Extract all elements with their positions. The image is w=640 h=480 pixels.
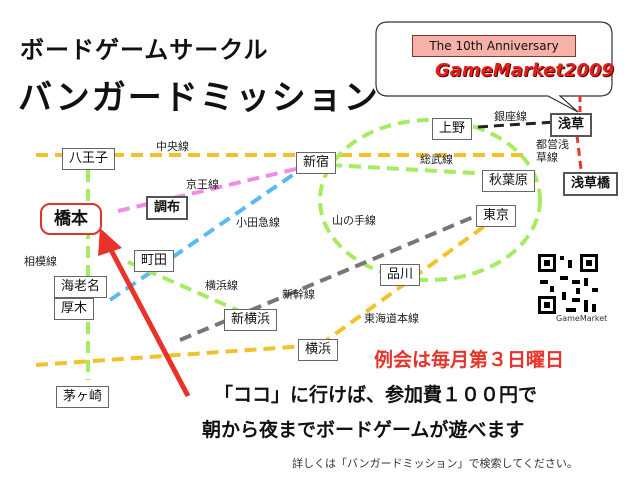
station-asakusabashi: 浅草橋 — [563, 172, 619, 196]
station-chofu: 調布 — [146, 196, 189, 220]
station-akihabara: 秋葉原 — [482, 170, 536, 192]
station-chigasaki: 茅ヶ崎 — [56, 386, 110, 408]
station-ebina: 海老名 — [54, 276, 108, 298]
anniversary-banner: The 10th Anniversary — [412, 35, 576, 57]
station-shin-yokohama: 新横浜 — [224, 309, 278, 331]
station-hachioji: 八王子 — [62, 148, 116, 170]
circle-label: ボードゲームサークル — [20, 36, 269, 64]
station-atsugi: 厚木 — [54, 298, 95, 320]
station-shinjuku: 新宿 — [296, 152, 337, 174]
station-hashimoto: 橋本 — [40, 203, 102, 235]
label-sobu: 総武線 — [420, 153, 453, 166]
search-note: 詳しくは「バンガードミッション」で検索してください。 — [292, 457, 578, 470]
gamemarket-logo: GameMarket2009 — [435, 60, 615, 81]
allday-text: 朝から夜までボードゲームが遊べます — [202, 419, 525, 441]
fee-text: 「ココ」に行けば、参加費１００円で — [214, 384, 538, 406]
station-yokohama: 横浜 — [298, 339, 339, 361]
qr-caption: GameMarket — [556, 314, 608, 323]
label-keio: 京王線 — [186, 178, 219, 191]
schedule-text: 例会は毎月第３日曜日 — [374, 349, 565, 371]
label-ginza: 銀座線 — [494, 110, 527, 123]
label-sagami: 相模線 — [24, 255, 57, 268]
label-tokaido: 東海道本線 — [364, 312, 419, 325]
circle-name: バンガードミッション — [18, 78, 380, 118]
qr-code — [536, 252, 600, 316]
label-yamanote: 山の手線 — [332, 214, 376, 227]
label-odakyu: 小田急線 — [236, 216, 280, 229]
label-yokohama: 横浜線 — [205, 279, 238, 292]
station-tokyo: 東京 — [476, 205, 517, 227]
label-toei-asakusa: 都営浅草線 — [536, 138, 569, 164]
label-shinkansen: 新幹線 — [282, 288, 315, 301]
station-machida: 町田 — [134, 250, 175, 272]
station-asakusa: 浅草 — [550, 113, 593, 137]
station-shinagawa: 品川 — [380, 264, 421, 286]
station-ueno: 上野 — [432, 118, 473, 140]
label-chuo: 中央線 — [156, 140, 189, 153]
